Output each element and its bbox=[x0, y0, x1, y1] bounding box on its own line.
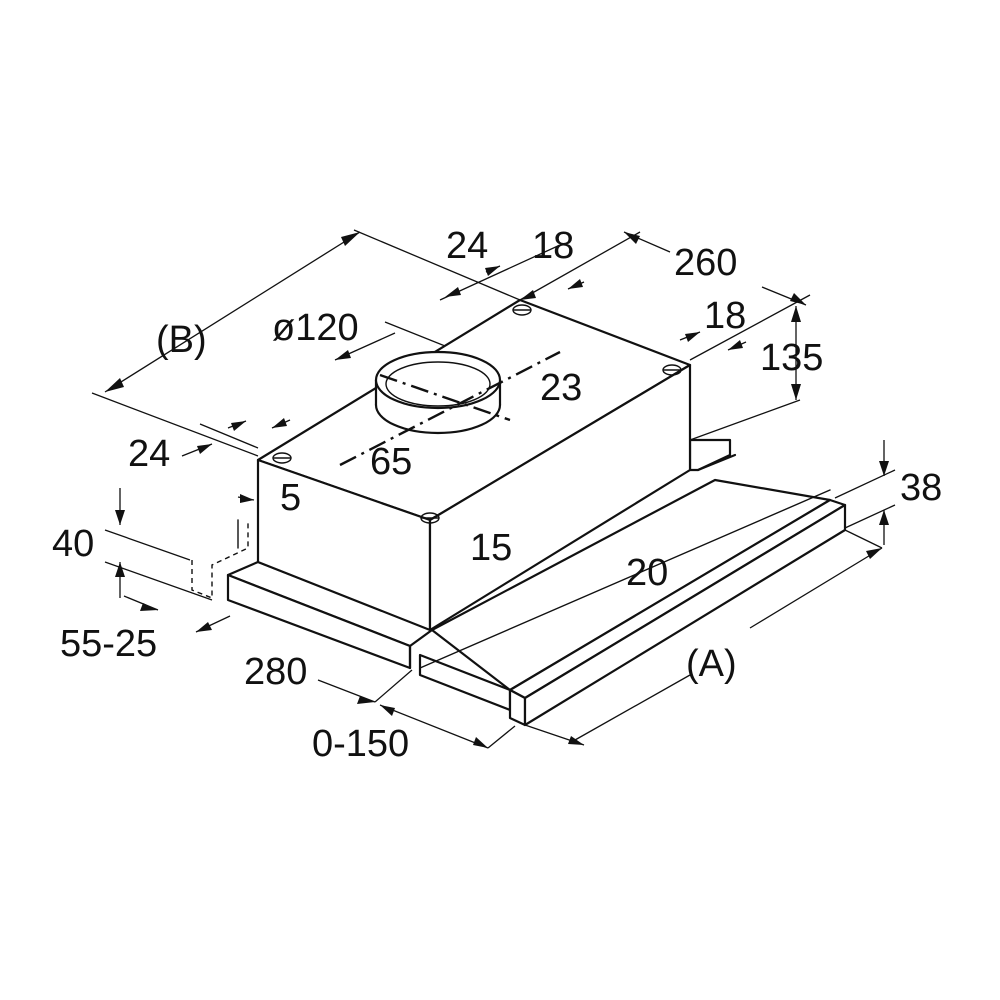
dim-d120: ø120 bbox=[272, 307, 359, 349]
dim-135: 135 bbox=[760, 337, 823, 379]
dim-18-right: 18 bbox=[704, 295, 746, 337]
dim-15: 15 bbox=[470, 527, 512, 569]
fixing-holes bbox=[272, 304, 682, 524]
dim-260: 260 bbox=[674, 242, 737, 284]
dim-20: 20 bbox=[626, 552, 668, 594]
exhaust-collar bbox=[374, 350, 502, 435]
dimension-labels: 24 18 260 18 135 ø120 23 65 24 5 40 55-2… bbox=[52, 225, 942, 765]
dim-18-top: 18 bbox=[532, 225, 574, 267]
dim-0-150: 0-150 bbox=[312, 723, 409, 765]
label-a: (A) bbox=[686, 643, 737, 685]
dim-24-top: 24 bbox=[446, 225, 488, 267]
dim-40: 40 bbox=[52, 523, 94, 565]
dim-280: 280 bbox=[244, 651, 307, 693]
dim-24-left: 24 bbox=[128, 433, 170, 475]
label-b: (B) bbox=[156, 319, 207, 361]
dim-65: 65 bbox=[370, 441, 412, 483]
dim-5: 5 bbox=[280, 477, 301, 519]
dim-23: 23 bbox=[540, 367, 582, 409]
hood-body bbox=[191, 298, 847, 727]
dim-38: 38 bbox=[900, 467, 942, 509]
dim-55-25: 55-25 bbox=[60, 623, 157, 665]
